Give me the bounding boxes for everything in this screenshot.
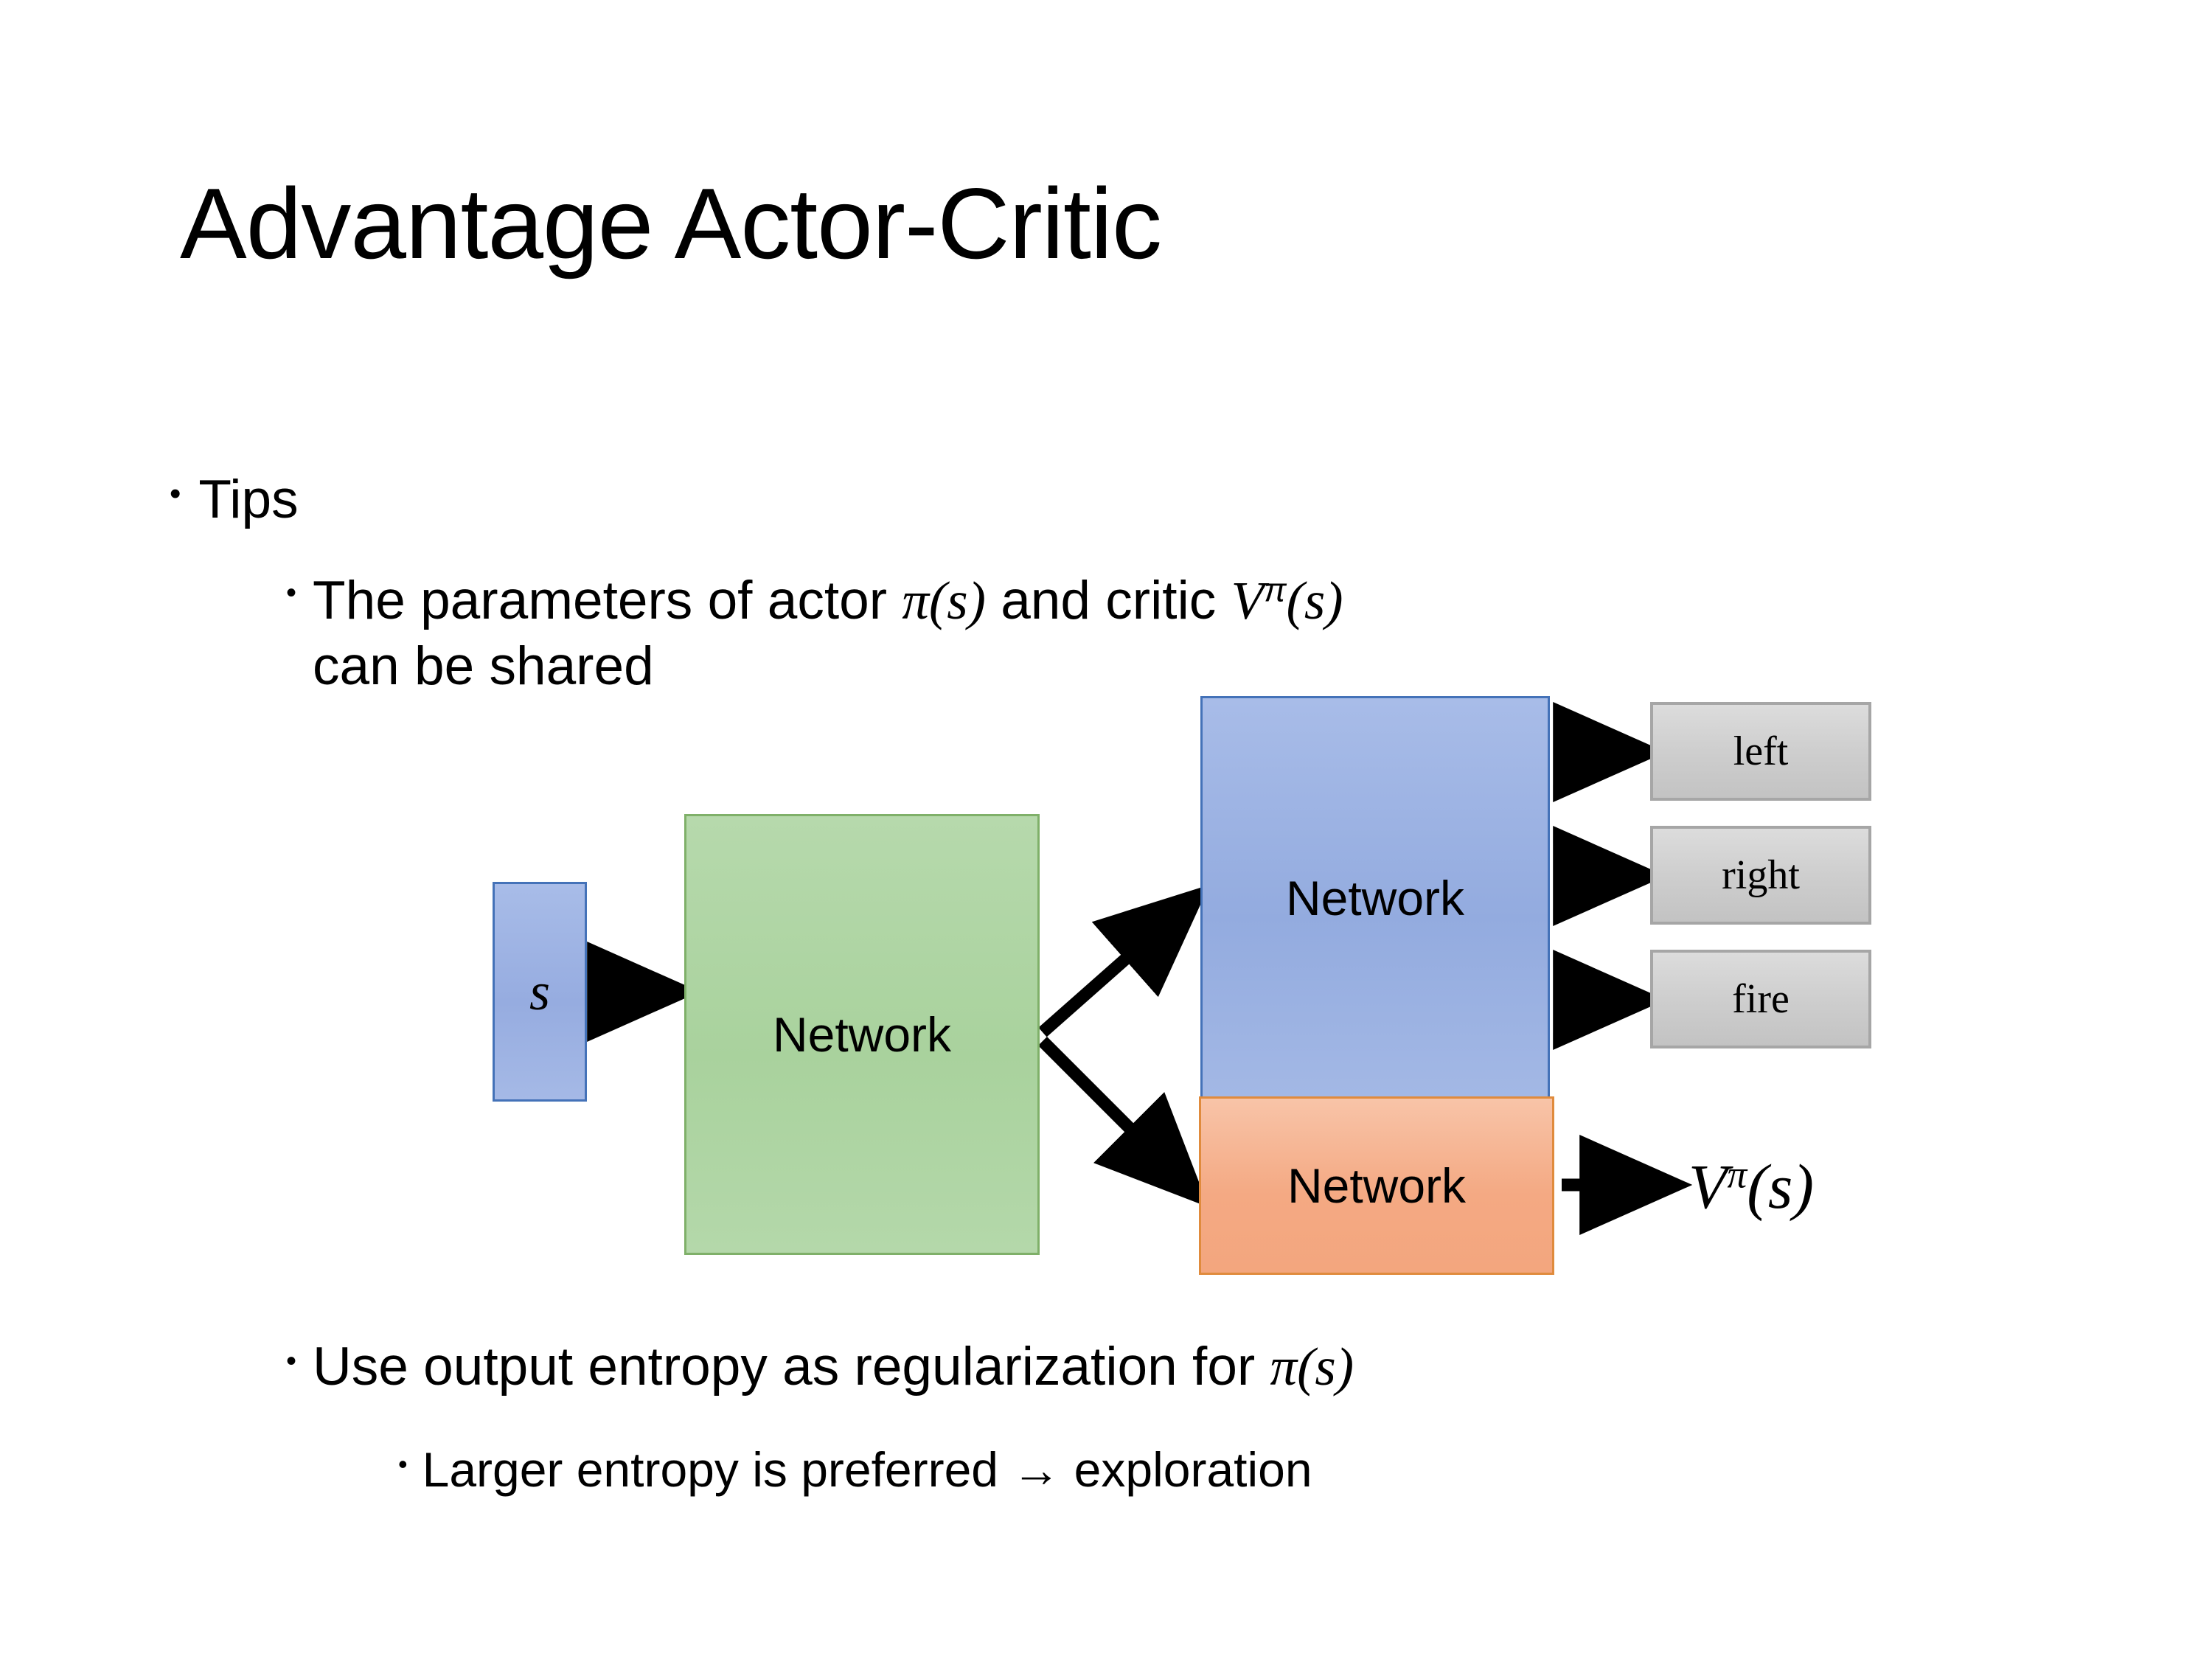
arrow-shared-to-actor xyxy=(1038,884,1210,1037)
value-function-output-label: Vπ(s) xyxy=(1688,1155,1814,1218)
pi-of-s-inline: π(s) xyxy=(1270,1337,1354,1397)
pi-of-s-inline: π(s) xyxy=(902,571,986,630)
action-output-right: right xyxy=(1650,826,1871,925)
critic-network-label: Network xyxy=(1287,1158,1467,1213)
action-output-left-label: left xyxy=(1733,728,1789,774)
params-text-before-pi: The parameters of actor xyxy=(313,571,902,630)
bullet-tips-label: Tips xyxy=(198,470,299,529)
critic-network-box: Network xyxy=(1199,1096,1554,1275)
actor-network-label: Network xyxy=(1285,871,1465,925)
action-output-right-label: right xyxy=(1722,852,1800,898)
bullet-larger-entropy: • Larger entropy is preferred → explorat… xyxy=(398,1441,1312,1498)
bullet-larger-entropy-label: Larger entropy is preferred → exploratio… xyxy=(422,1442,1312,1497)
state-label: s xyxy=(529,962,551,1021)
v-pi-symbol: V xyxy=(1231,571,1265,630)
state-input-box: s xyxy=(493,882,587,1102)
shared-network-box: Network xyxy=(684,814,1040,1255)
entropy-text: Use output entropy as regularization for xyxy=(313,1337,1270,1397)
action-output-fire-label: fire xyxy=(1732,976,1790,1022)
bullet-shared-parameters-text: The parameters of actor π(s) and critic … xyxy=(313,568,1343,699)
action-output-left: left xyxy=(1650,702,1871,801)
page-title: Advantage Actor-Critic xyxy=(180,167,1162,279)
shared-network-label: Network xyxy=(772,1007,952,1062)
value-superscript: π xyxy=(1727,1152,1747,1197)
bullet-tips: • Tips xyxy=(170,469,299,530)
value-argument: (s) xyxy=(1747,1151,1815,1222)
v-pi-argument: (s) xyxy=(1286,571,1343,630)
bullet-shared-parameters: • The parameters of actor π(s) and criti… xyxy=(286,568,2056,699)
v-pi-superscript: π xyxy=(1264,571,1287,609)
value-symbol: V xyxy=(1688,1151,1728,1222)
arrow-shared-to-critic xyxy=(1037,1036,1209,1208)
params-text-middle: and critic xyxy=(985,571,1231,630)
bullet-entropy-text: Use output entropy as regularization for… xyxy=(313,1336,1354,1398)
bullet-marker-icon: • xyxy=(398,1449,408,1479)
bullet-marker-icon: • xyxy=(286,1345,297,1377)
bullet-marker-icon: • xyxy=(170,476,181,512)
actor-network-box: Network xyxy=(1200,696,1550,1100)
action-output-fire: fire xyxy=(1650,950,1871,1048)
bullet-marker-icon: • xyxy=(286,577,297,609)
params-text-line2: can be shared xyxy=(313,636,654,697)
bullet-entropy-regularization: • Use output entropy as regularization f… xyxy=(286,1336,1354,1398)
